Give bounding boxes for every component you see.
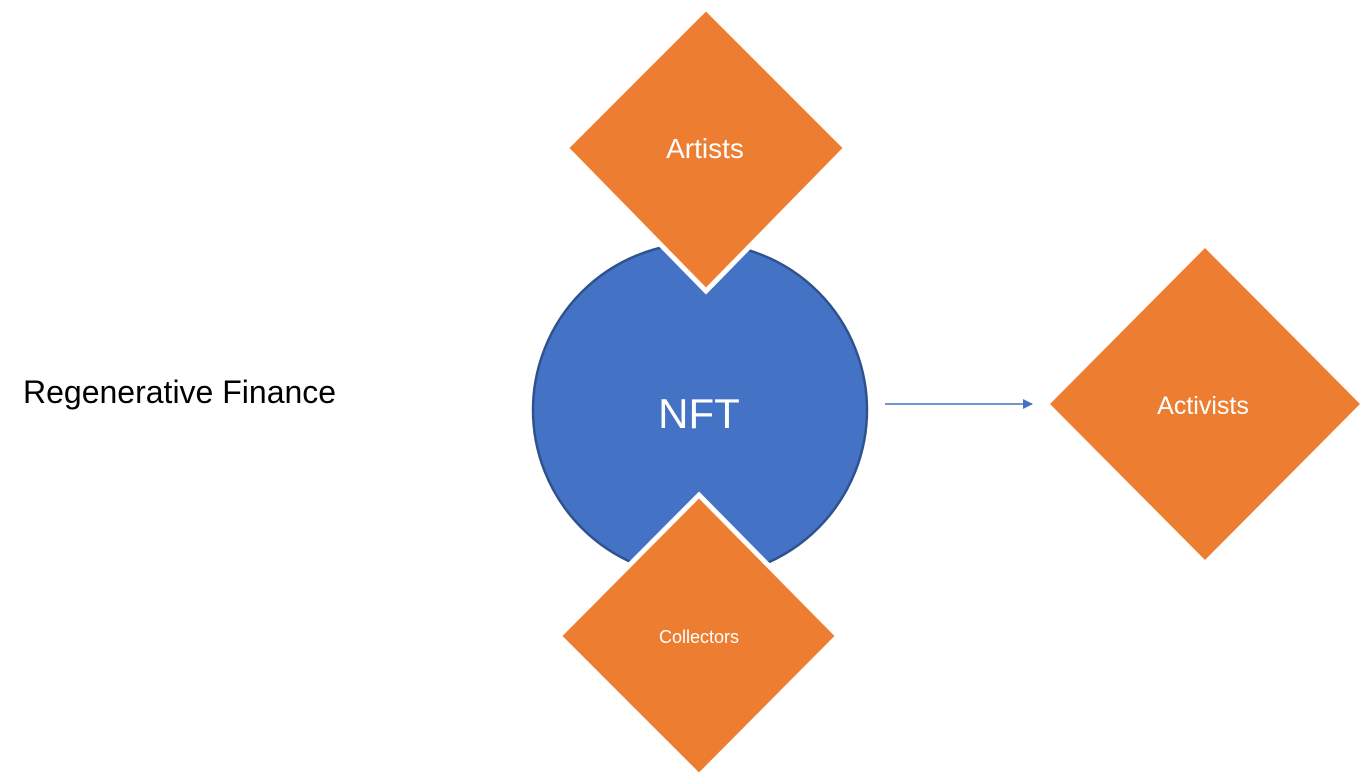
collectors-label: Collectors bbox=[659, 627, 739, 647]
activists-label: Activists bbox=[1157, 392, 1249, 420]
artists-diamond bbox=[562, 4, 850, 295]
collectors-diamond bbox=[555, 491, 842, 780]
nft-label: NFT bbox=[658, 390, 740, 437]
diagram-title: Regenerative Finance bbox=[23, 374, 337, 410]
activists-diamond bbox=[1050, 248, 1360, 560]
artists-label: Artists bbox=[666, 133, 744, 164]
